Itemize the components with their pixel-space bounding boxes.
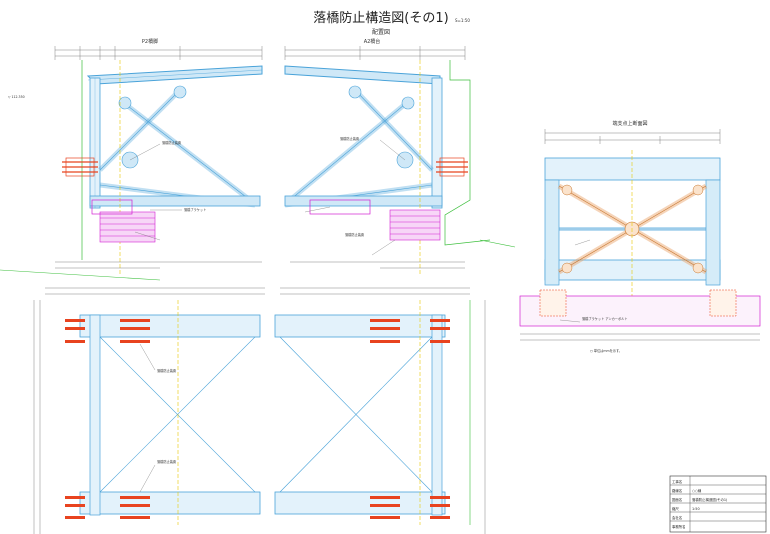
plan-lateral-brace	[99, 336, 256, 493]
tb-key: 路線名	[672, 488, 682, 493]
web-right	[705, 179, 721, 286]
section-view: 端支点上断面図	[519, 120, 761, 353]
elevation-mark: ▽ 112.350	[8, 95, 25, 99]
left-view-label: P2橋脚	[142, 38, 158, 45]
left-elevation-view: P2橋脚	[0, 38, 263, 281]
plan-label-bottom: 落橋防止装置	[157, 459, 176, 464]
tb-key: 会社名	[672, 515, 682, 520]
ground-line	[0, 269, 161, 281]
cable-label: 落橋防止装置	[345, 232, 364, 237]
bracket-left	[99, 211, 156, 243]
bottom-girder	[89, 195, 261, 207]
unit-note: ○ 単位はmmを示す。	[590, 348, 622, 353]
plan-view-left: 落橋防止装置 落橋防止装置	[33, 287, 265, 534]
tb-key: 縮尺	[672, 506, 679, 511]
gusset-node	[173, 85, 187, 99]
tb-key: 図面名	[672, 497, 682, 502]
fall-prevention-device-right	[436, 157, 468, 177]
top-dimension-lines	[54, 46, 263, 60]
bearing-label-right: 落橋防止装置	[340, 136, 359, 141]
bracket-right	[389, 209, 441, 241]
web-left	[544, 179, 560, 286]
sheet-number: S=1:50	[455, 18, 470, 23]
tb-key: 事務所名	[672, 524, 686, 529]
plan-girder-bottom	[79, 491, 261, 515]
plan-devices-top	[65, 319, 150, 343]
right-view-label: A2橋台	[364, 38, 381, 45]
tb-value: ○○線	[692, 488, 702, 493]
tb-value: 1:50	[692, 507, 700, 511]
section-view-label: 端支点上断面図	[612, 120, 647, 127]
plan-view-right	[274, 287, 486, 534]
bracket-label-left: 落橋ブラケット	[184, 207, 206, 212]
vertical-post-right	[431, 77, 443, 209]
right-elevation-view: A2橋台	[284, 38, 516, 275]
cross-frame	[557, 183, 708, 275]
plan-label-top: 落橋防止装置	[157, 368, 176, 373]
drawing-title: 落橋防止構造図(その1)	[313, 10, 448, 26]
gusset-node	[118, 96, 132, 110]
tb-value: 落橋防止構造図(その1)	[692, 497, 728, 502]
fall-prevention-device-left	[62, 157, 98, 177]
title-block: 工事名 路線名 ○○線 図面名 落橋防止構造図(その1) 縮尺 1:50 会社名…	[669, 475, 767, 533]
abutment-outline	[444, 60, 491, 246]
plan-devices-bottom	[65, 496, 150, 519]
tb-key: 工事名	[672, 479, 682, 484]
bearing-label-left: 落橋防止装置	[162, 140, 181, 145]
plan-girder-top	[79, 314, 261, 338]
anchor-note: 落橋ブラケット アンカーボルト	[582, 316, 628, 321]
deck-slab	[544, 157, 721, 181]
layout-subtitle: 配置図	[372, 29, 390, 36]
